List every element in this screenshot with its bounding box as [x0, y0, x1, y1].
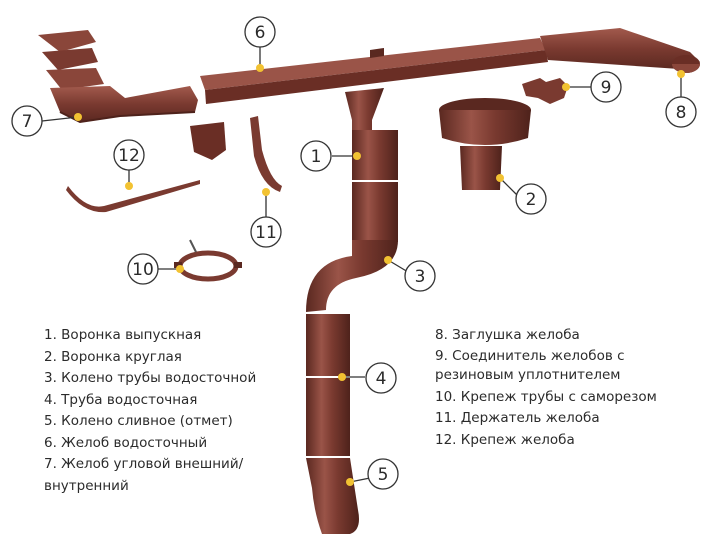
legend-item: 8. Заглушка желоба — [435, 327, 580, 343]
callout-label: 6 — [255, 23, 266, 43]
callout-7: 7 — [11, 105, 82, 137]
legend-item: 1. Воронка выпускная — [44, 327, 202, 343]
legend-item: 5. Колено сливное (отмет) — [44, 413, 233, 429]
legend-item: 7. Желоб угловой внешний/ внутренний — [44, 456, 244, 494]
legend-left: 1. Воронка выпускная 2. Воронка круглая … — [44, 325, 344, 497]
callout-4: 4 — [338, 362, 397, 394]
callout-10: 10 — [127, 253, 184, 285]
legend-item: 6. Желоб водосточный — [44, 434, 208, 451]
callout-3: 3 — [384, 256, 436, 292]
callout-label: 8 — [676, 103, 687, 123]
callout-label: 7 — [22, 112, 33, 132]
end-gutter-part — [540, 28, 700, 73]
legend-item: 9. Соединитель желобов с резиновым уплот… — [435, 347, 625, 383]
legend-item: 4. Труба водосточная — [44, 391, 198, 408]
callout-label: 4 — [376, 369, 387, 389]
legend-item: 12. Крепеж желоба — [435, 431, 575, 448]
legend-right: 8. Заглушка желоба 9. Соединитель желобо… — [435, 325, 705, 451]
callout-label: 9 — [601, 78, 612, 98]
callout-label: 1 — [311, 147, 322, 167]
callout-9: 9 — [562, 71, 622, 103]
round-funnel-part — [439, 98, 531, 190]
callout-8: 8 — [665, 70, 697, 128]
gutter-bracket-part — [190, 122, 226, 160]
legend-item: 2. Воронка круглая — [44, 348, 182, 365]
main-gutter-part — [200, 38, 548, 104]
gutter-holder-part — [250, 116, 282, 192]
callout-label: 10 — [132, 260, 154, 280]
callout-12: 12 — [113, 139, 145, 190]
callout-label: 3 — [415, 267, 426, 287]
legend-item: 3. Колено трубы водосточной — [44, 370, 257, 386]
gutter-connector-part — [522, 78, 568, 104]
callout-6: 6 — [244, 16, 276, 72]
downpipe-assembly — [306, 88, 398, 534]
callout-1: 1 — [300, 140, 361, 172]
callout-2: 2 — [496, 174, 547, 215]
corner-gutter-part — [38, 30, 198, 124]
callout-label: 2 — [526, 190, 537, 210]
callout-5: 5 — [346, 458, 399, 490]
callout-label: 5 — [378, 465, 389, 485]
legend-item: 10. Крепеж трубы с саморезом — [435, 388, 657, 405]
callout-label: 12 — [118, 146, 140, 166]
callout-11: 11 — [250, 188, 282, 248]
legend-item: 11. Держатель желоба — [435, 410, 600, 426]
callout-label: 11 — [255, 223, 277, 243]
